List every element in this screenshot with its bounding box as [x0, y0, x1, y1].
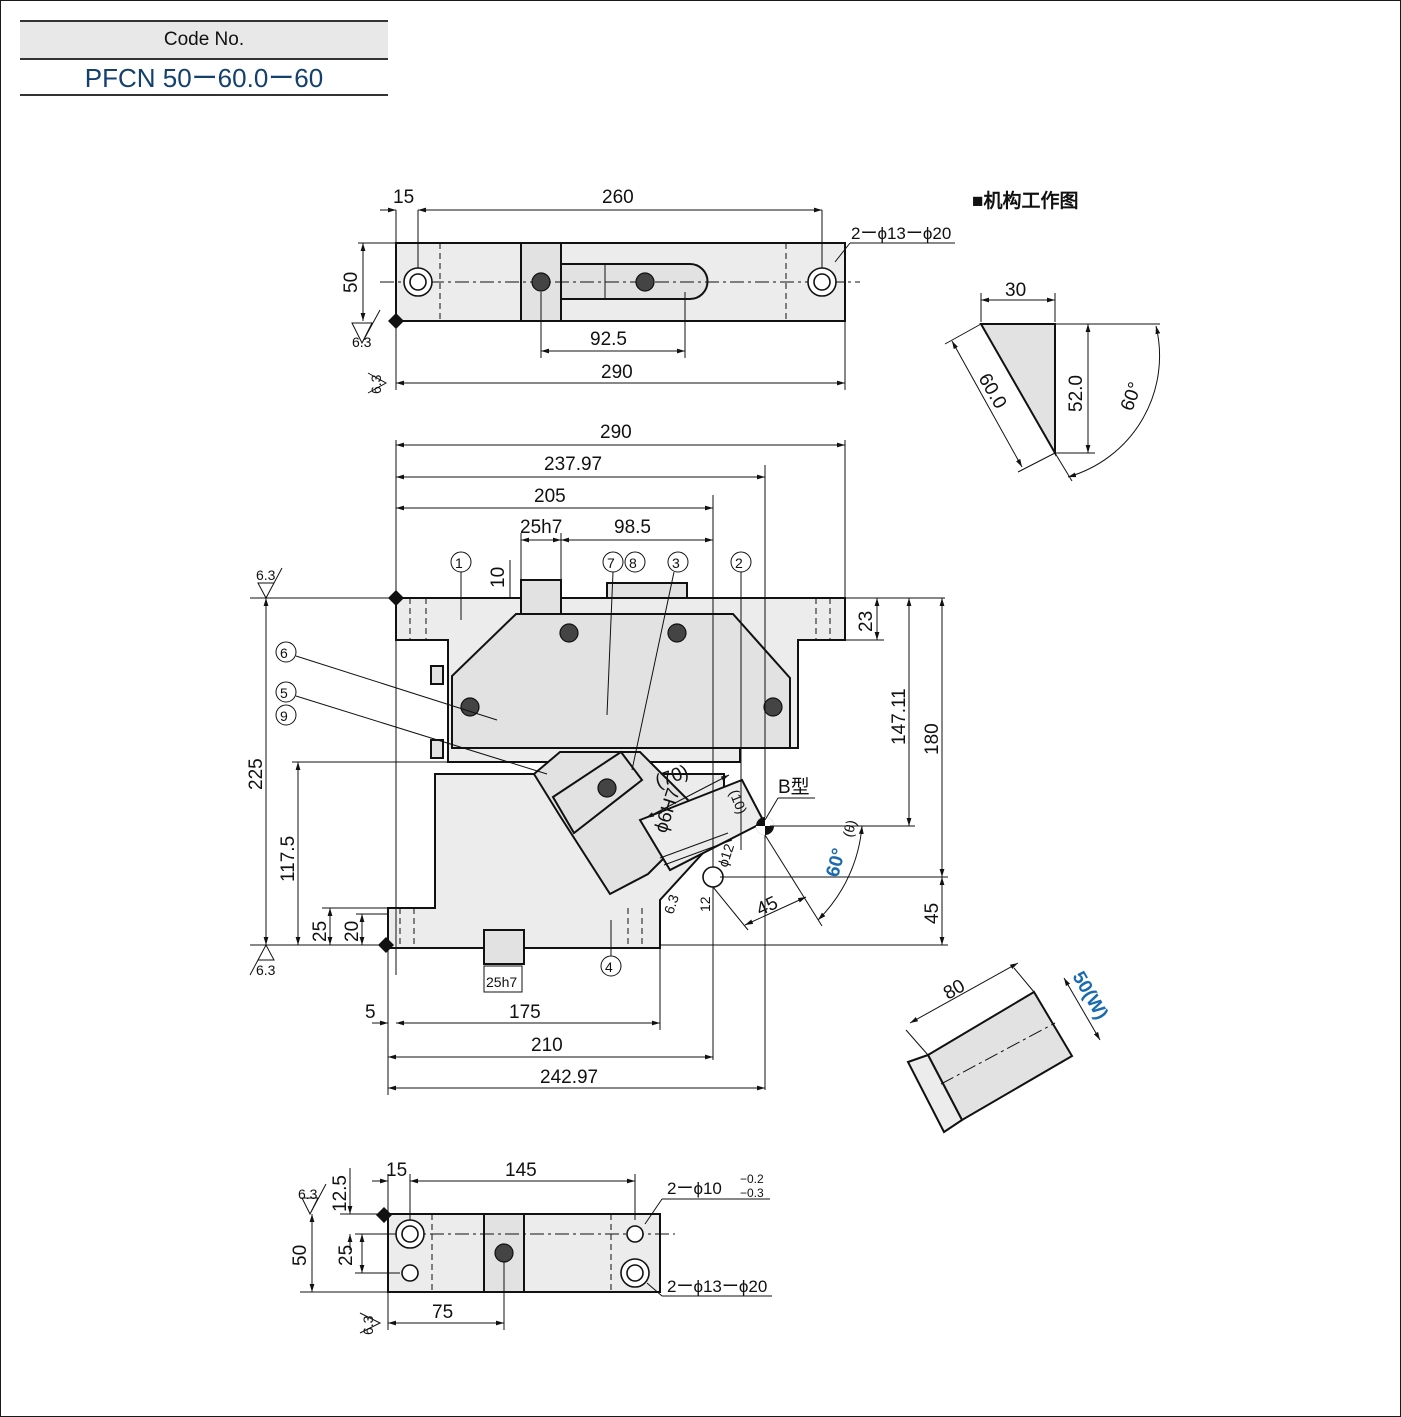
front-b-type: B型	[778, 776, 810, 798]
svg-text:6: 6	[280, 645, 288, 661]
bottom-dim-50: 50	[290, 1245, 311, 1266]
svg-text:1: 1	[455, 555, 463, 571]
top-dim-290: 290	[601, 362, 633, 383]
tri-dim-60-0: 60.0	[974, 370, 1011, 413]
front-angle-theta: (θ)	[839, 818, 859, 839]
svg-text:9: 9	[280, 708, 288, 724]
cam-driver	[451, 613, 791, 749]
svg-text:5: 5	[280, 685, 288, 701]
bottom-view: 15 145 12.5 50 25 75 2ーϕ10 −0.2 −0.3 2ーϕ…	[290, 1160, 772, 1335]
front-dim-175: 175	[509, 1002, 541, 1023]
tri-dim-52-0: 52.0	[1066, 375, 1087, 412]
bottom-dim-145: 145	[505, 1160, 537, 1181]
tri-dim-angle: 60°	[1117, 380, 1147, 414]
top-bolt-1	[531, 272, 551, 292]
bottom-tol-lower: −0.3	[740, 1186, 764, 1200]
code-value: PFCN 50ー60.0ー60	[20, 60, 388, 96]
bottom-hole-note-1: 2ーϕ10	[667, 1179, 722, 1198]
slider-pad	[551, 750, 644, 835]
top-rough-1: 6.3	[352, 334, 372, 350]
code-header: Code No.	[20, 20, 388, 60]
front-dim-25: 25	[310, 921, 331, 942]
svg-text:4: 4	[605, 959, 613, 975]
bottom-key	[483, 929, 525, 965]
callout-4: 4	[600, 920, 622, 977]
svg-text:2: 2	[735, 555, 743, 571]
front-dim-23: 23	[856, 611, 877, 632]
callout-5: 5	[275, 681, 548, 775]
tri-dim-30: 30	[1005, 280, 1026, 301]
front-dim-10: 10	[488, 567, 509, 588]
front-angle-label: 60°	[823, 846, 851, 879]
front-dim-290: 290	[600, 422, 632, 443]
callout-6: 6	[275, 641, 498, 721]
front-dim-45-right: 45	[922, 903, 943, 924]
front-rough-top: 6.3	[256, 567, 276, 583]
top-pin	[606, 582, 688, 599]
bottom-dim-25: 25	[336, 1245, 357, 1266]
top-view: 15 260 50 92.5 290 2ーϕ13ーϕ20 6.3 6.3	[341, 187, 955, 394]
svg-text:7: 7	[607, 555, 615, 571]
front-dim-98-5: 98.5	[614, 517, 651, 538]
front-dim-25h7-top: 25h7	[520, 517, 562, 538]
front-dim-5: 5	[365, 1002, 376, 1023]
wedge-dim-80: 80	[940, 976, 969, 1005]
front-dim-180: 180	[922, 723, 943, 755]
top-dim-92-5: 92.5	[590, 329, 627, 350]
bottom-bolt	[494, 1243, 514, 1263]
mechanism-title: ■机构工作图	[972, 189, 1078, 212]
front-rough-mid: 6.3	[661, 892, 682, 916]
callout-9: 9	[275, 704, 297, 726]
wedge-view: 80 50(W)	[905, 962, 1112, 1134]
front-dim-25h7-bottom: 25h7	[486, 974, 517, 990]
triangle-view: 30 60.0 52.0 60°	[944, 280, 1161, 482]
wedge-side	[906, 1053, 964, 1134]
top-key	[520, 579, 562, 615]
front-dim-210: 210	[531, 1035, 563, 1056]
bottom-rough-2: 6.3	[360, 1315, 376, 1335]
bottom-dim-75: 75	[432, 1302, 453, 1323]
svg-text:3: 3	[672, 555, 680, 571]
bottom-dim-12-5: 12.5	[330, 1175, 351, 1212]
bottom-hole-3	[626, 1225, 644, 1243]
front-dim-45-diag: 45	[753, 893, 781, 921]
bottom-rough-1: 6.3	[298, 1186, 318, 1202]
callout-2: 2	[730, 551, 752, 850]
front-dim-12: 12	[697, 896, 713, 912]
front-dim-205: 205	[534, 486, 566, 507]
front-dim-147-11: 147.11	[889, 688, 910, 745]
front-rough-bottom: 6.3	[256, 962, 276, 978]
top-bolt-2	[635, 272, 655, 292]
roughness-symbol	[351, 309, 381, 345]
callout-1: 1	[450, 551, 472, 620]
bottom-dim-15: 15	[386, 1160, 407, 1181]
front-dim-12-phi: ϕ12	[715, 842, 738, 869]
callout-3: 3	[631, 551, 689, 771]
bottom-tol-upper: −0.2	[740, 1172, 764, 1186]
top-dim-15: 15	[393, 187, 414, 208]
svg-text:8: 8	[629, 555, 637, 571]
front-dim-20: 20	[342, 921, 363, 942]
front-dim-237-97: 237.97	[544, 454, 602, 475]
bottom-hole-note-2: 2ーϕ13ーϕ20	[667, 1277, 767, 1296]
front-dim-225: 225	[246, 758, 267, 790]
front-dim-242-97: 242.97	[540, 1067, 598, 1088]
code-number-box: Code No. PFCN 50ー60.0ー60	[20, 20, 388, 96]
top-dim-50: 50	[341, 272, 362, 293]
top-dim-260: 260	[602, 187, 634, 208]
front-dim-117-5: 117.5	[278, 836, 299, 882]
top-hole-note: 2ーϕ13ーϕ20	[851, 224, 951, 243]
bottom-hole-2	[401, 1264, 419, 1282]
